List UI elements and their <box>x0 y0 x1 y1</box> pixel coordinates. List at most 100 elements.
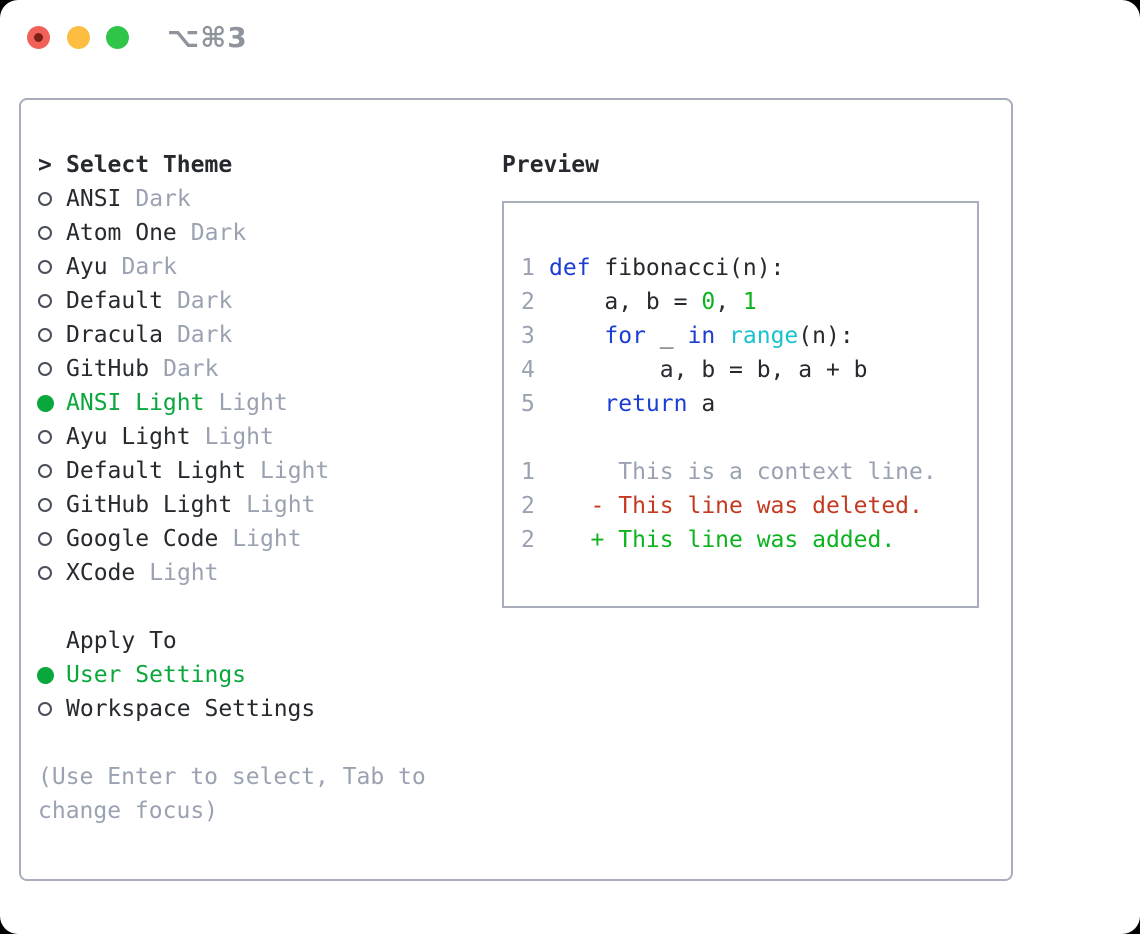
line-number: 2 <box>521 527 535 553</box>
theme-name: XCode <box>66 560 136 586</box>
code-segment: for <box>604 323 646 349</box>
radio-icon <box>38 362 66 376</box>
theme-variant: Light <box>246 492 316 518</box>
code-segment: a <box>687 391 716 417</box>
theme-name: ANSI <box>66 186 122 212</box>
code-line <box>521 421 977 455</box>
code-segment: in <box>687 323 716 349</box>
theme-name: GitHub Light <box>66 492 233 518</box>
radio-icon <box>38 260 66 274</box>
apply-option-label: Workspace Settings <box>66 696 316 722</box>
theme-option-default[interactable]: Default Dark <box>38 284 468 318</box>
radio-selected-icon <box>37 394 66 412</box>
theme-option-google-code[interactable]: Google Code Light <box>38 522 468 556</box>
theme-variant: Light <box>232 526 302 552</box>
radio-icon <box>38 464 66 478</box>
select-theme-header: > Select Theme <box>38 148 468 182</box>
minimize-button[interactable] <box>67 26 90 49</box>
theme-name: Ayu <box>66 254 108 280</box>
code-segment: , <box>715 289 743 315</box>
theme-variant: Dark <box>163 356 219 382</box>
theme-variant: Dark <box>121 254 177 280</box>
radio-icon <box>38 430 66 444</box>
radio-icon <box>38 328 66 342</box>
theme-variant: Dark <box>190 220 247 246</box>
radio-icon <box>38 226 66 240</box>
theme-option-ayu[interactable]: Ayu Dark <box>38 250 468 284</box>
theme-name: Default Light <box>66 458 247 484</box>
apply-option-workspace-settings[interactable]: Workspace Settings <box>38 692 468 726</box>
theme-name: Ayu Light <box>66 424 191 450</box>
code-segment: This is a context line. <box>549 459 937 485</box>
code-line: 2 + This line was added. <box>521 523 977 557</box>
line-number: 3 <box>521 323 535 349</box>
radio-icon <box>38 498 66 512</box>
code-line: 2 a, b = 0, 1 <box>521 285 977 319</box>
line-number: 2 <box>521 493 535 519</box>
apply-option-user-settings[interactable]: User Settings <box>37 658 468 692</box>
theme-name: Dracula <box>66 322 163 348</box>
code-line: 2 - This line was deleted. <box>521 489 977 523</box>
theme-option-ansi[interactable]: ANSI Dark <box>38 182 468 216</box>
code-segment <box>549 391 604 417</box>
spacer <box>38 590 468 624</box>
code-segment: a, b = <box>549 289 702 315</box>
theme-option-default-light[interactable]: Default Light Light <box>38 454 468 488</box>
code-segment: def <box>549 255 591 281</box>
zoom-button[interactable] <box>106 26 129 49</box>
theme-variant: Light <box>149 560 219 586</box>
close-dot-icon <box>34 33 43 42</box>
theme-variant: Dark <box>176 322 233 348</box>
code-segment: + This line was added. <box>549 527 896 553</box>
theme-variant: Dark <box>135 186 191 212</box>
theme-option-atom-one[interactable]: Atom One Dark <box>38 216 468 250</box>
theme-name: Default <box>66 288 163 314</box>
code-segment: 0 <box>701 289 716 315</box>
theme-name: Google Code <box>66 526 219 552</box>
close-button[interactable] <box>27 26 50 49</box>
theme-option-dracula[interactable]: Dracula Dark <box>38 318 468 352</box>
line-number: 4 <box>521 357 535 383</box>
code-segment: _ <box>645 323 688 349</box>
theme-option-github-light[interactable]: GitHub Light Light <box>38 488 468 522</box>
titlebar: ⌥⌘3 <box>0 0 1140 70</box>
theme-variant: Dark <box>176 288 233 314</box>
code-segment: 1 <box>742 289 757 315</box>
code-segment: a, b = b, a + b <box>549 357 868 383</box>
window-title-shortcut: ⌥⌘3 <box>167 21 248 54</box>
line-number: 1 <box>521 459 535 485</box>
radio-icon <box>38 192 66 206</box>
apply-option-label: User Settings <box>66 662 247 688</box>
line-number: 2 <box>521 289 535 315</box>
code-line: 5 return a <box>521 387 977 421</box>
code-segment: return <box>604 391 688 417</box>
theme-variant: Light <box>218 390 288 416</box>
code-segment <box>549 323 604 349</box>
code-segment: range <box>729 323 799 349</box>
code-segment <box>715 323 729 349</box>
code-segment: (n): <box>798 323 854 349</box>
theme-option-xcode[interactable]: XCode Light <box>38 556 468 590</box>
code-line: 4 a, b = b, a + b <box>521 353 977 387</box>
line-number: 5 <box>521 391 535 417</box>
code-line: 3 for _ in range(n): <box>521 319 977 353</box>
radio-icon <box>38 566 66 580</box>
apply-to-header: Apply To <box>38 624 468 658</box>
caret-icon: > <box>38 152 52 178</box>
radio-selected-icon <box>37 666 66 684</box>
theme-variant: Light <box>260 458 330 484</box>
theme-name: Atom One <box>66 220 177 246</box>
